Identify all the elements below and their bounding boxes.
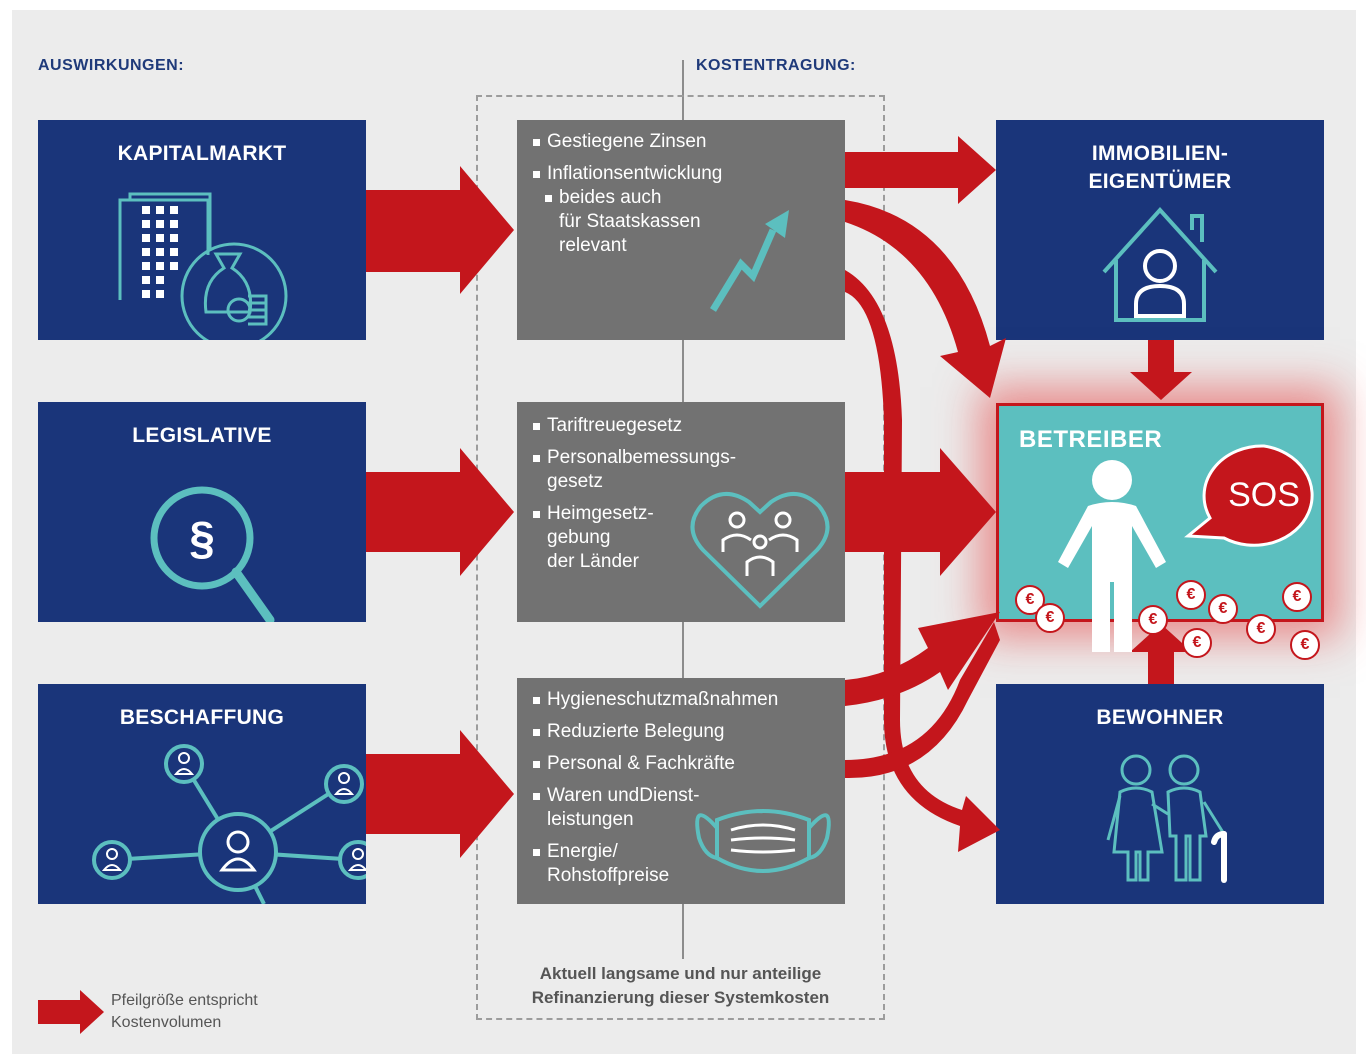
cost-item: Inflationsentwicklung: [531, 162, 722, 186]
cost-arrow: [366, 730, 514, 858]
euro-coin: €: [1282, 582, 1312, 612]
operator-title: BETREIBER: [1019, 426, 1163, 453]
cost-item: Hygieneschutzmaßnahmen: [531, 688, 778, 712]
network-people-icon: [92, 744, 366, 904]
svg-text:§: §: [189, 512, 215, 564]
cost-item: Energie/Rohstoffpreise: [531, 840, 778, 888]
divider-line: [682, 340, 684, 402]
euro-coin: €: [1290, 630, 1320, 660]
legend-arrow: [38, 990, 104, 1034]
divider-line: [682, 60, 684, 122]
source-box-capital-market: KAPITALMARKT: [38, 120, 366, 340]
elderly-couple-icon: [1106, 754, 1227, 883]
cost-item: Personalbemessungs-gesetz: [531, 446, 736, 494]
euro-coin: €: [1208, 594, 1238, 624]
euro-coin: €: [1246, 614, 1276, 644]
cost-arrow: [845, 136, 996, 204]
building-money-icon: [118, 192, 288, 340]
cost-arrow: [366, 166, 514, 294]
cost-arrow: [845, 448, 996, 576]
target-box-owner: IMMOBILIEN-EIGENTÜMER: [996, 120, 1324, 340]
trend-arrow-icon: [710, 210, 789, 312]
heading-effects: AUSWIRKUNGEN:: [38, 57, 185, 74]
heart-family-icon: [690, 492, 830, 609]
cost-arrow: [1130, 624, 1192, 684]
euro-coin: €: [1138, 605, 1168, 635]
house-person-icon: [1102, 207, 1218, 322]
divider-line: [682, 622, 684, 678]
face-mask-icon: [695, 809, 831, 873]
speech-bubble: SOS: [1184, 444, 1314, 547]
cost-item: Tariftreuegesetz: [531, 414, 736, 438]
euro-coin: €: [1035, 603, 1065, 633]
cost-arrow: [366, 448, 514, 576]
cost-arrow: [845, 622, 1000, 779]
person-icon: [1058, 460, 1166, 652]
cost-box-legislative: Tariftreuegesetz Personalbemessungs-gese…: [517, 402, 845, 622]
cost-item: Waren undDienst-leistungen: [531, 784, 778, 832]
source-title: BESCHAFFUNG: [119, 706, 285, 729]
cost-item: Reduzierte Belegung: [531, 720, 778, 744]
cost-box-procurement: Hygieneschutzmaßnahmen Reduzierte Belegu…: [517, 678, 845, 904]
cost-arrow: [1130, 340, 1192, 400]
paragraph-magnifier-icon: §: [150, 486, 275, 622]
target-title: IMMOBILIEN-EIGENTÜMER: [1088, 142, 1232, 193]
source-title: KAPITALMARKT: [117, 142, 287, 165]
cost-arrow: [845, 612, 1000, 706]
cost-item: Personal & Fachkräfte: [531, 752, 778, 776]
cost-arrow: [845, 200, 1006, 398]
cost-box-capital: Gestiegene Zinsen Inflationsentwicklung …: [517, 120, 845, 340]
source-title: LEGISLATIVE: [132, 424, 272, 447]
heading-cost-bearing: KOSTENTRAGUNG:: [696, 57, 856, 74]
target-title: BEWOHNER: [1096, 706, 1224, 729]
svg-text:SOS: SOS: [1228, 476, 1300, 514]
divider-line: [682, 903, 684, 959]
euro-coin: €: [1182, 628, 1212, 658]
source-box-legislative: LEGISLATIVE §: [38, 402, 366, 622]
source-box-procurement: BESCHAFFUNG: [38, 684, 366, 904]
target-box-residents: BEWOHNER: [996, 684, 1324, 904]
euro-coin: €: [1176, 580, 1206, 610]
cost-item: Gestiegene Zinsen: [531, 130, 722, 154]
